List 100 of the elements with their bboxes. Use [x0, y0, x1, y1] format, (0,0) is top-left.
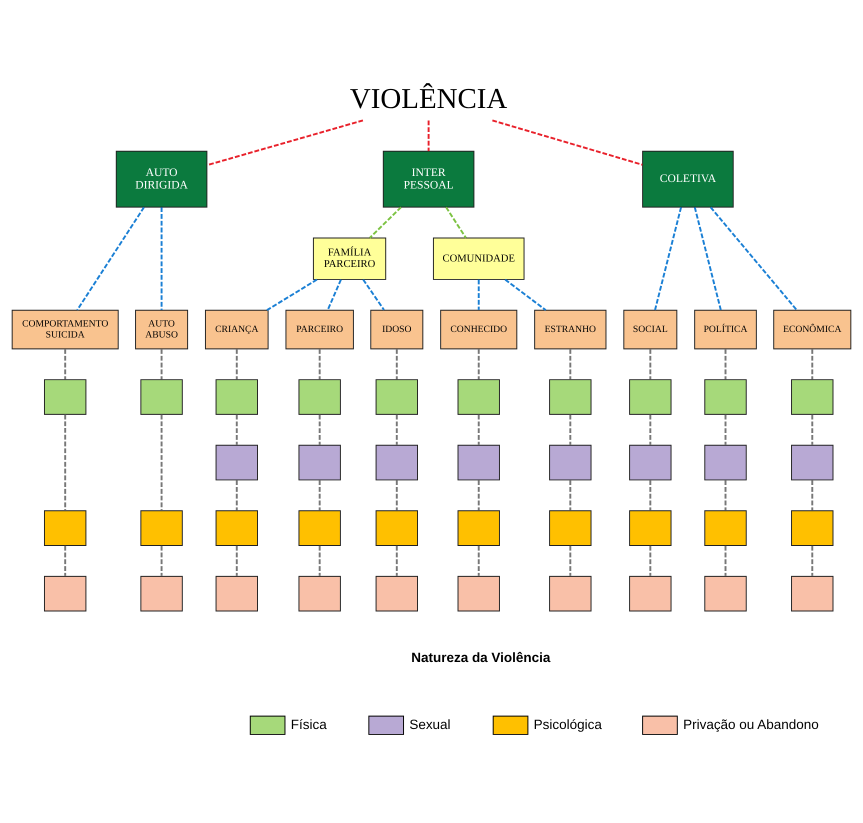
connector: [160, 207, 163, 310]
node-box: [140, 510, 183, 546]
node-box: [44, 576, 86, 612]
connector: [811, 349, 814, 380]
connector: [396, 546, 398, 576]
connector: [318, 414, 321, 445]
connector: [236, 480, 238, 510]
node-box: [298, 510, 341, 546]
node-box: [216, 444, 258, 480]
node-box: [549, 444, 592, 480]
connector: [649, 480, 652, 510]
node-box: [458, 576, 500, 612]
node-box: [791, 576, 834, 612]
connector: [326, 279, 342, 310]
connector: [207, 120, 364, 166]
connector: [428, 120, 430, 152]
connector: [569, 546, 572, 576]
connector: [694, 207, 722, 310]
connector: [64, 546, 66, 576]
connector: [649, 349, 652, 380]
connector: [811, 546, 814, 576]
connector: [396, 349, 398, 380]
node-box: [549, 379, 592, 415]
connector: [318, 480, 321, 510]
connector: [649, 546, 652, 576]
node-box: [376, 576, 418, 612]
connector: [724, 546, 726, 576]
node-box: COMUNIDADE: [432, 238, 525, 280]
node-box: IDOSO: [370, 310, 424, 350]
node-box: AUTO ABUSO: [135, 310, 188, 350]
node-box: [629, 379, 672, 415]
connector: [478, 546, 480, 576]
connector: [64, 349, 66, 380]
connector: [492, 120, 643, 166]
node-box: [216, 379, 258, 415]
node-box: [549, 576, 592, 612]
legend-label: Psicológica: [534, 716, 602, 732]
node-box: [629, 576, 672, 612]
connector: [236, 414, 238, 445]
node-box: [458, 510, 500, 546]
node-box: [629, 444, 672, 480]
node-box: [298, 576, 341, 612]
connector: [396, 414, 398, 445]
connector: [318, 349, 321, 380]
connector: [160, 414, 163, 511]
connector: [811, 480, 814, 510]
node-box: [376, 510, 418, 546]
node-box: ESTRANHO: [534, 310, 606, 350]
node-box: [376, 444, 418, 480]
connector: [160, 349, 163, 380]
node-box: [140, 576, 183, 612]
connector: [236, 349, 238, 380]
connector: [654, 207, 682, 310]
node-box: COLETIVA: [642, 150, 734, 208]
connector: [396, 480, 398, 510]
node-box: [629, 510, 672, 546]
node-box: [704, 444, 747, 480]
connector: [569, 414, 572, 445]
legend-label: Física: [290, 716, 327, 732]
node-box: [376, 379, 418, 415]
connector: [445, 206, 467, 238]
label: Natureza da Violência: [411, 650, 550, 665]
connector: [710, 206, 798, 311]
node-box: [44, 510, 86, 546]
node-box: SOCIAL: [623, 310, 678, 350]
node-box: [298, 379, 341, 415]
connector: [76, 206, 145, 311]
node-box: FAMÍLIA PARCEIRO: [312, 238, 386, 280]
connector: [478, 480, 480, 510]
connector: [724, 480, 726, 510]
node-box: [791, 379, 834, 415]
node-box: PARCEIRO: [285, 310, 354, 350]
node-box: POLÍTICA: [694, 310, 757, 350]
connector: [649, 414, 652, 445]
node-box: [704, 576, 747, 612]
node-box: [704, 510, 747, 546]
legend-label: Privação ou Abandono: [683, 716, 819, 732]
node-box: CONHECIDO: [440, 310, 518, 350]
connector: [318, 546, 321, 576]
node-box: [216, 510, 258, 546]
node-box: [458, 379, 500, 415]
connector: [478, 414, 480, 445]
connector: [478, 349, 480, 380]
node-box: INTER PESSOAL: [382, 150, 474, 208]
connector: [266, 278, 318, 311]
connector: [724, 349, 726, 380]
node-box: [216, 576, 258, 612]
node-box: [704, 379, 747, 415]
node-box: [458, 444, 500, 480]
connector: [362, 279, 385, 310]
node-box: [791, 444, 834, 480]
node-box: AUTO DIRIGIDA: [116, 150, 208, 208]
node-box: CRIANÇA: [204, 310, 269, 350]
connector: [478, 280, 480, 310]
node-box: ECONÔMICA: [773, 310, 852, 350]
connector: [504, 278, 546, 311]
node-box: [549, 510, 592, 546]
connector: [369, 206, 402, 239]
connector: [569, 480, 572, 510]
connector: [811, 414, 814, 445]
